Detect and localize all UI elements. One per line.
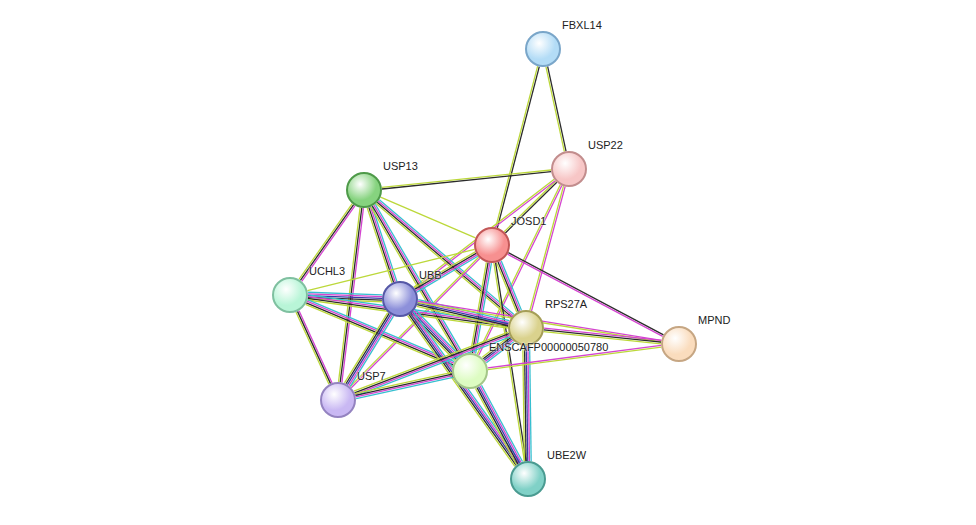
node-label: UBB bbox=[419, 269, 442, 281]
interaction-edge bbox=[354, 332, 510, 396]
interaction-edge bbox=[476, 385, 523, 465]
evidence-strand bbox=[477, 388, 518, 464]
protein-node: USP7 bbox=[320, 382, 356, 418]
evidence-strand bbox=[476, 388, 517, 464]
interaction-edge bbox=[382, 170, 551, 189]
evidence-strand bbox=[471, 262, 487, 353]
node-label: FBXL14 bbox=[562, 19, 602, 31]
evidence-strand bbox=[349, 315, 392, 385]
evidence-strand bbox=[416, 255, 477, 291]
protein-node: RPS27A bbox=[508, 310, 544, 346]
node-label: UBE2W bbox=[547, 449, 586, 461]
node-label: RPS27A bbox=[545, 298, 587, 310]
protein-node: MPND bbox=[661, 326, 697, 362]
evidence-strand bbox=[414, 179, 554, 287]
evidence-strand bbox=[548, 66, 566, 151]
evidence-strand bbox=[347, 314, 390, 384]
evidence-strand bbox=[504, 181, 555, 232]
node-label: JOSD1 bbox=[511, 215, 546, 227]
evidence-strand bbox=[482, 385, 523, 461]
evidence-strand bbox=[355, 335, 509, 394]
evidence-strand bbox=[417, 256, 478, 292]
evidence-strand bbox=[500, 261, 520, 311]
evidence-strand bbox=[544, 328, 661, 340]
evidence-strand bbox=[408, 316, 515, 467]
protein-node: JOSD1 bbox=[474, 227, 510, 263]
interaction-edge bbox=[530, 186, 565, 311]
evidence-strand bbox=[356, 337, 510, 396]
evidence-strand bbox=[496, 66, 538, 227]
evidence-strand bbox=[297, 311, 330, 383]
evidence-strand bbox=[300, 205, 353, 281]
protein-node: UCHL3 bbox=[272, 277, 308, 313]
protein-node: ENSCAFP00000050780 bbox=[452, 353, 488, 389]
interaction-edge bbox=[345, 313, 394, 387]
evidence-strand bbox=[480, 386, 521, 462]
protein-node: USP22 bbox=[551, 151, 587, 187]
interaction-edge bbox=[414, 252, 478, 292]
node-label: USP22 bbox=[588, 139, 623, 151]
evidence-strand bbox=[530, 186, 564, 310]
evidence-strand bbox=[382, 170, 551, 187]
evidence-strand bbox=[532, 187, 566, 311]
evidence-strand bbox=[501, 261, 521, 311]
protein-node: UBB bbox=[382, 281, 418, 317]
interaction-edge bbox=[408, 312, 521, 467]
node-label: UCHL3 bbox=[309, 265, 345, 277]
interaction-edge bbox=[299, 204, 355, 282]
evidence-strand bbox=[544, 330, 661, 342]
interaction-edge bbox=[296, 311, 332, 385]
evidence-strand bbox=[296, 312, 329, 384]
protein-node: UBE2W bbox=[510, 461, 546, 497]
protein-node: FBXL14 bbox=[525, 31, 561, 67]
evidence-strand bbox=[546, 67, 564, 152]
evidence-strand bbox=[376, 204, 511, 319]
evidence-strand bbox=[472, 263, 488, 354]
evidence-strand bbox=[355, 334, 509, 393]
evidence-strand bbox=[299, 204, 352, 280]
evidence-strand bbox=[299, 311, 332, 383]
evidence-strand bbox=[479, 387, 520, 463]
node-label: ENSCAFP00000050780 bbox=[489, 341, 608, 353]
evidence-strand bbox=[498, 262, 518, 312]
evidence-strand bbox=[372, 206, 460, 356]
evidence-strand bbox=[302, 206, 355, 282]
protein-node: USP13 bbox=[346, 172, 382, 208]
evidence-strand bbox=[479, 186, 562, 356]
evidence-strand bbox=[350, 316, 393, 386]
evidence-strand bbox=[346, 313, 389, 383]
evidence-strand bbox=[410, 314, 455, 360]
evidence-strand bbox=[382, 172, 551, 189]
evidence-strand bbox=[345, 313, 388, 383]
node-label: USP13 bbox=[383, 160, 418, 172]
node-label: MPND bbox=[698, 314, 730, 326]
interaction-edge bbox=[546, 66, 566, 151]
evidence-strand bbox=[377, 202, 512, 317]
node-label: USP7 bbox=[357, 370, 386, 382]
interaction-edge bbox=[376, 200, 514, 319]
